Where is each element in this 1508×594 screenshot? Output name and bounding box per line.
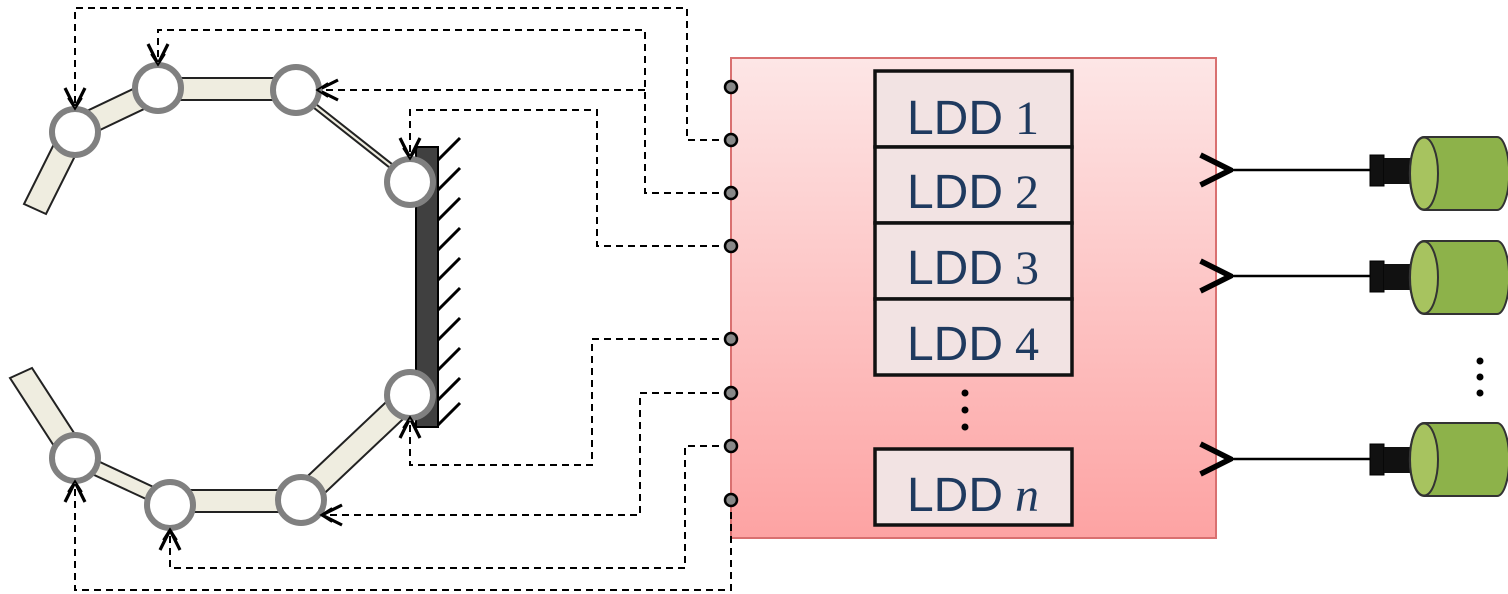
joint-4 [384, 156, 436, 208]
port-8 [723, 492, 739, 508]
robot-arm-joints [49, 62, 436, 531]
joint-7 [144, 479, 196, 531]
joint-3 [270, 64, 322, 116]
joint-1 [49, 106, 101, 158]
ldd-1-index: 1 [1015, 92, 1039, 145]
wire-joint-6 [322, 392, 731, 515]
controller-ports [723, 79, 739, 508]
ldd-ellipsis [961, 389, 969, 431]
wire-joint-1 [75, 7, 731, 141]
joint-2 [132, 62, 184, 114]
wire-joint-2 [158, 29, 731, 194]
ldd-n-prefix: LDD [907, 469, 1003, 522]
ldd-n-index: n [1015, 469, 1039, 522]
wire-joint-7 [170, 445, 731, 569]
joint-5 [384, 369, 436, 421]
ldd-4-index: 4 [1015, 318, 1039, 371]
ldd-2-prefix: LDD [907, 166, 1003, 219]
ldd-2-index: 2 [1015, 166, 1039, 219]
wire-arrowheads [67, 53, 418, 541]
wiring [75, 7, 732, 591]
joint-8 [49, 432, 101, 484]
port-2 [723, 132, 739, 148]
port-1 [723, 79, 739, 95]
wire-joint-4 [410, 109, 731, 247]
wire-joint-5 [410, 338, 731, 466]
port-5 [723, 331, 739, 347]
sensor-2 [1228, 240, 1508, 315]
ldd-3-prefix: LDD [907, 242, 1003, 295]
port-3 [723, 185, 739, 201]
joint-6 [275, 474, 327, 526]
ldd-4-prefix: LDD [907, 318, 1003, 371]
ldd-3-index: 3 [1015, 242, 1039, 295]
port-7 [723, 438, 739, 454]
sensor-1 [1228, 136, 1508, 211]
ldd-1-prefix: LDD [907, 92, 1003, 145]
fixed-base-wall [415, 136, 462, 428]
port-4 [723, 238, 739, 254]
sensor-n [1228, 422, 1508, 497]
sensor-ellipsis [1476, 357, 1484, 397]
port-6 [723, 385, 739, 401]
